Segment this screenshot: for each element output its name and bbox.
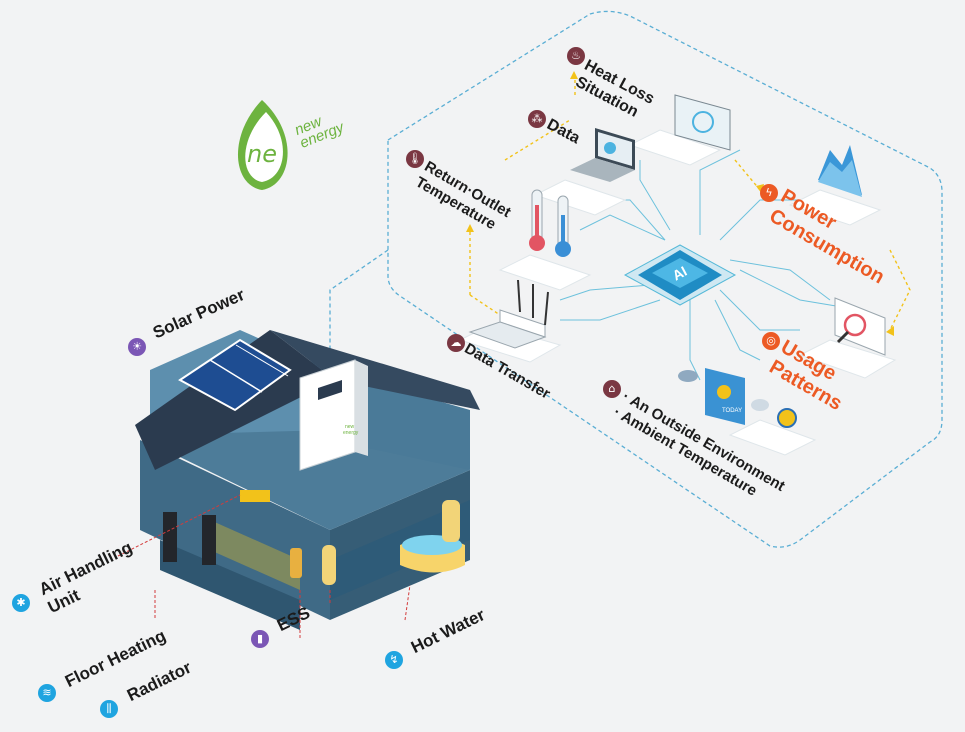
thermometer-devices xyxy=(529,189,571,257)
radiator-icon: ⫼ xyxy=(100,700,118,718)
leader-lines xyxy=(117,494,411,640)
ai-panel-boundary xyxy=(387,10,943,548)
power-chart-device xyxy=(818,145,862,197)
today-card-label: TODAY xyxy=(722,408,742,414)
ess-unit-brand-1: new xyxy=(345,424,355,430)
weather-devices: TODAY xyxy=(678,368,797,428)
sun-icon: ☀ xyxy=(128,338,146,356)
logo-mark: ne xyxy=(237,100,288,190)
floor-heat-icon: ≋ xyxy=(38,684,56,702)
house-illustration xyxy=(135,330,480,630)
tablet-device xyxy=(674,94,731,151)
usage-board-device xyxy=(834,297,886,356)
fan-icon: ✱ xyxy=(12,594,30,612)
bolt-icon: ϟ xyxy=(760,184,778,202)
ess-unit-brand-2: energy xyxy=(343,430,359,436)
ess-unit: new energy xyxy=(299,359,368,471)
ai-chip-label: AI xyxy=(670,263,690,284)
ai-chip: AI xyxy=(623,244,737,306)
panel-connector xyxy=(329,249,389,370)
router-device xyxy=(468,279,549,349)
thermometer-icon: 🌡 xyxy=(406,150,424,168)
device-platforms xyxy=(458,129,897,456)
laptop-device xyxy=(570,128,635,182)
flame-icon: ♨ xyxy=(567,47,585,65)
logo-mark-letters: ne xyxy=(247,140,277,168)
target-icon: ◎ xyxy=(762,332,780,350)
network-icon: ⁂ xyxy=(528,110,546,128)
circuit-lines xyxy=(559,149,861,381)
faucet-icon: ↯ xyxy=(385,651,403,669)
cloud-icon: ☁ xyxy=(447,334,465,352)
data-flow-arrows xyxy=(469,75,911,331)
battery-icon: ▮ xyxy=(251,630,269,648)
house-icon: ⌂ xyxy=(603,380,621,398)
